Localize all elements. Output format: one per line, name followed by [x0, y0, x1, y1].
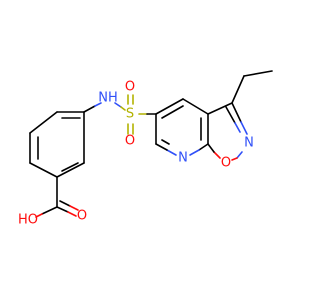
- isoxazole-ring: N O: [207, 102, 254, 171]
- bond: [166, 149, 177, 156]
- bond: [56, 206, 69, 213]
- carbonyl-oxygen-label: O: [77, 209, 87, 224]
- bond: [243, 70, 273, 77]
- bond: [207, 102, 233, 115]
- bond: [155, 143, 168, 151]
- bond: [29, 111, 58, 134]
- bond: [41, 206, 58, 215]
- double-bond-inner: [161, 139, 170, 145]
- isoxazole-oxygen-label: O: [221, 156, 231, 171]
- bond: [56, 162, 85, 178]
- bond: [67, 211, 77, 217]
- sulfonyl-oxygen-top-label: O: [125, 80, 135, 95]
- bond: [236, 151, 243, 159]
- bond: [198, 143, 209, 151]
- ethyl-group: [231, 70, 273, 104]
- double-bond-inner: [225, 106, 236, 124]
- double-bond-inner: [161, 105, 184, 119]
- bond: [231, 75, 245, 104]
- nh-label: NH: [98, 91, 118, 106]
- double-bond: [69, 205, 79, 211]
- double-bond-inner: [61, 162, 79, 172]
- bond: [182, 98, 209, 115]
- bond: [120, 106, 126, 111]
- double-bond-inner: [234, 122, 241, 133]
- bond: [231, 102, 242, 123]
- bond: [94, 102, 102, 107]
- sulfonyl-oxygen-bottom-label: O: [125, 134, 135, 149]
- bond: [240, 121, 248, 135]
- benzene-ring: [29, 111, 85, 178]
- bond: [83, 105, 96, 113]
- bond: [29, 162, 58, 178]
- bond: [189, 149, 200, 156]
- bond: [35, 213, 43, 218]
- sulfur-label: S: [126, 107, 134, 122]
- double-bond: [59, 200, 71, 207]
- carboxylic-acid: HO O: [18, 176, 87, 228]
- structure-diagram: HO O NH S O O: [18, 70, 273, 228]
- pyridine-nitrogen-label: N: [178, 151, 188, 166]
- bond: [207, 143, 215, 153]
- sulfonamide: NH S O O: [83, 80, 157, 149]
- pyridine-ring: N: [155, 98, 209, 166]
- isoxazole-nitrogen-label: N: [244, 136, 254, 151]
- bond: [114, 102, 122, 108]
- hydroxyl-label: HO: [18, 213, 38, 228]
- bond: [213, 151, 221, 159]
- molecule-svg: HO O NH S O O: [18, 70, 273, 228]
- bond: [155, 98, 184, 115]
- bond: [231, 157, 238, 161]
